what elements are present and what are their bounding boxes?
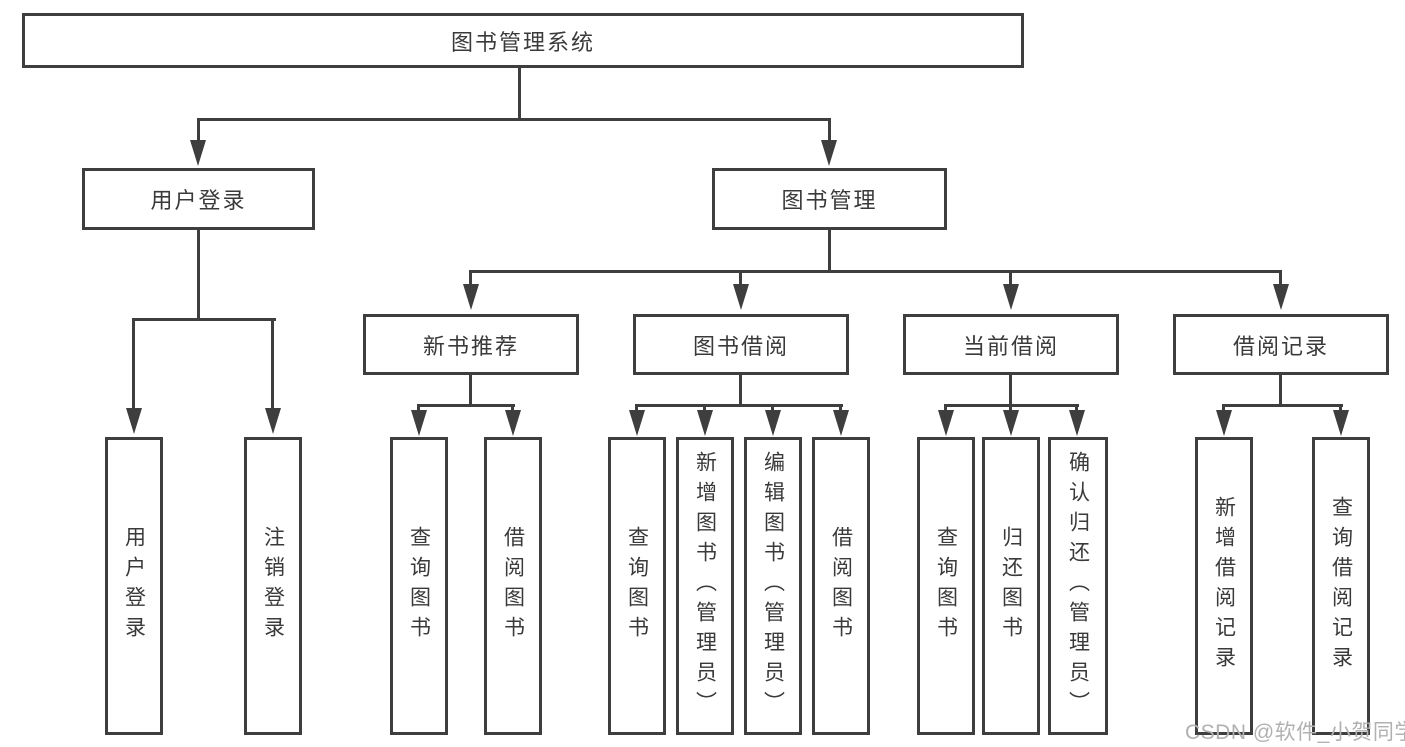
arrow-down-icon — [833, 410, 849, 436]
connector-group-shaft — [469, 270, 472, 288]
arrow-down-icon — [697, 410, 713, 436]
node-new-book-recommend: 新书推荐 — [363, 314, 579, 375]
connector-leaf-shaft — [839, 404, 842, 414]
node-query-books-current: 查询图书 — [917, 437, 975, 735]
connector-leaf-shaft — [703, 404, 706, 414]
node-logout-leaf: 注销登录 — [244, 437, 302, 735]
node-user-login: 用户登录 — [82, 168, 315, 230]
node-query-books-borrow: 查询图书 — [608, 437, 666, 735]
node-label: 查询图书 — [934, 526, 958, 646]
arrow-down-icon — [411, 410, 427, 436]
node-label: 归还图书 — [999, 526, 1023, 646]
connector-leaf-shaft — [417, 404, 420, 414]
connector-group3-stub — [1009, 375, 1012, 407]
connector-group2-branch — [635, 404, 843, 407]
node-label: 查询借阅记录 — [1329, 496, 1353, 676]
arrow-down-icon — [505, 410, 521, 436]
connector-leaf-shaft — [944, 404, 947, 414]
node-query-books-recommend: 查询图书 — [390, 437, 448, 735]
arrow-down-icon — [1003, 410, 1019, 436]
node-label: 注销登录 — [261, 526, 285, 646]
arrow-down-icon — [938, 410, 954, 436]
connector-book-mgmt-stub — [828, 230, 831, 270]
connector-level2-branch — [197, 118, 831, 121]
connector-leaf-shaft — [1222, 404, 1225, 414]
node-add-borrow-record: 新增借阅记录 — [1195, 437, 1253, 735]
connector-user-login-branch — [132, 318, 276, 321]
arrow-down-icon — [1273, 284, 1289, 310]
node-book-mgmt: 图书管理 — [712, 168, 947, 230]
connector-group2-stub — [739, 375, 742, 407]
connector-level3-branch — [469, 270, 1282, 273]
node-label: 查询图书 — [625, 526, 649, 646]
node-label: 新增借阅记录 — [1212, 496, 1236, 676]
node-query-borrow-record: 查询借阅记录 — [1312, 437, 1370, 735]
node-user-login-label: 用户登录 — [150, 188, 247, 213]
arrow-down-icon — [463, 284, 479, 310]
arrow-down-icon — [1216, 410, 1232, 436]
connector-group1-stub — [469, 375, 472, 407]
connector-root-stub — [518, 68, 521, 118]
connector-group-shaft — [1279, 270, 1282, 288]
connector-group1-branch — [417, 404, 515, 407]
node-root: 图书管理系统 — [22, 13, 1024, 68]
connector-user-login-stub — [197, 230, 200, 318]
connector-group4-branch — [1222, 404, 1343, 407]
csdn-watermark: CSDN @软件_小贺同学 — [1185, 721, 1405, 744]
node-confirm-return-admin: 确认归还（管理员） — [1048, 437, 1108, 735]
node-label: 图书借阅 — [692, 333, 789, 359]
connector-leaf-shaft — [771, 404, 774, 414]
node-user-login-leaf: 用户登录 — [105, 437, 163, 735]
arrow-down-icon — [1069, 410, 1085, 436]
arrow-down-icon — [821, 140, 837, 166]
node-borrow-books-leaf: 借阅图书 — [812, 437, 870, 735]
node-label: 借阅图书 — [829, 526, 853, 646]
node-root-label: 图书管理系统 — [450, 29, 595, 55]
connector-leaf-shaft — [1009, 404, 1012, 414]
arrow-down-icon — [126, 408, 142, 434]
connector-leaf-shaft — [511, 404, 514, 414]
node-label: 当前借阅 — [962, 333, 1059, 359]
arrow-down-icon — [265, 408, 281, 434]
connector-book-mgmt-shaft — [828, 118, 831, 144]
node-label: 确认归还（管理员） — [1066, 451, 1090, 721]
node-label: 用户登录 — [122, 526, 146, 646]
connector-leaf-shaft — [271, 318, 274, 412]
arrow-down-icon — [1333, 410, 1349, 436]
node-label: 查询图书 — [407, 526, 431, 646]
arrow-down-icon — [190, 140, 206, 166]
node-label: 借阅图书 — [501, 526, 525, 646]
node-book-mgmt-label: 图书管理 — [781, 188, 878, 213]
connector-group4-stub — [1279, 375, 1282, 407]
node-label: 编辑图书（管理员） — [761, 451, 785, 721]
arrow-down-icon — [733, 284, 749, 310]
arrow-down-icon — [765, 410, 781, 436]
arrow-down-icon — [1003, 284, 1019, 310]
connector-group-shaft — [739, 270, 742, 288]
node-edit-books-admin: 编辑图书（管理员） — [744, 437, 802, 735]
arrow-down-icon — [629, 410, 645, 436]
connector-group-shaft — [1009, 270, 1012, 288]
node-current-borrow: 当前借阅 — [903, 314, 1119, 375]
node-label: 新书推荐 — [422, 333, 519, 359]
connector-user-login-shaft — [197, 118, 200, 144]
node-label: 新增图书（管理员） — [693, 451, 717, 721]
connector-leaf-shaft — [1339, 404, 1342, 414]
node-return-books: 归还图书 — [982, 437, 1040, 735]
connector-leaf-shaft — [635, 404, 638, 414]
node-label: 借阅记录 — [1232, 333, 1329, 359]
node-borrow-books-recommend: 借阅图书 — [484, 437, 542, 735]
node-add-books-admin: 新增图书（管理员） — [676, 437, 734, 735]
connector-leaf-shaft — [1075, 404, 1078, 414]
node-book-borrow: 图书借阅 — [633, 314, 849, 375]
node-borrow-records: 借阅记录 — [1173, 314, 1389, 375]
connector-leaf-shaft — [132, 318, 135, 412]
